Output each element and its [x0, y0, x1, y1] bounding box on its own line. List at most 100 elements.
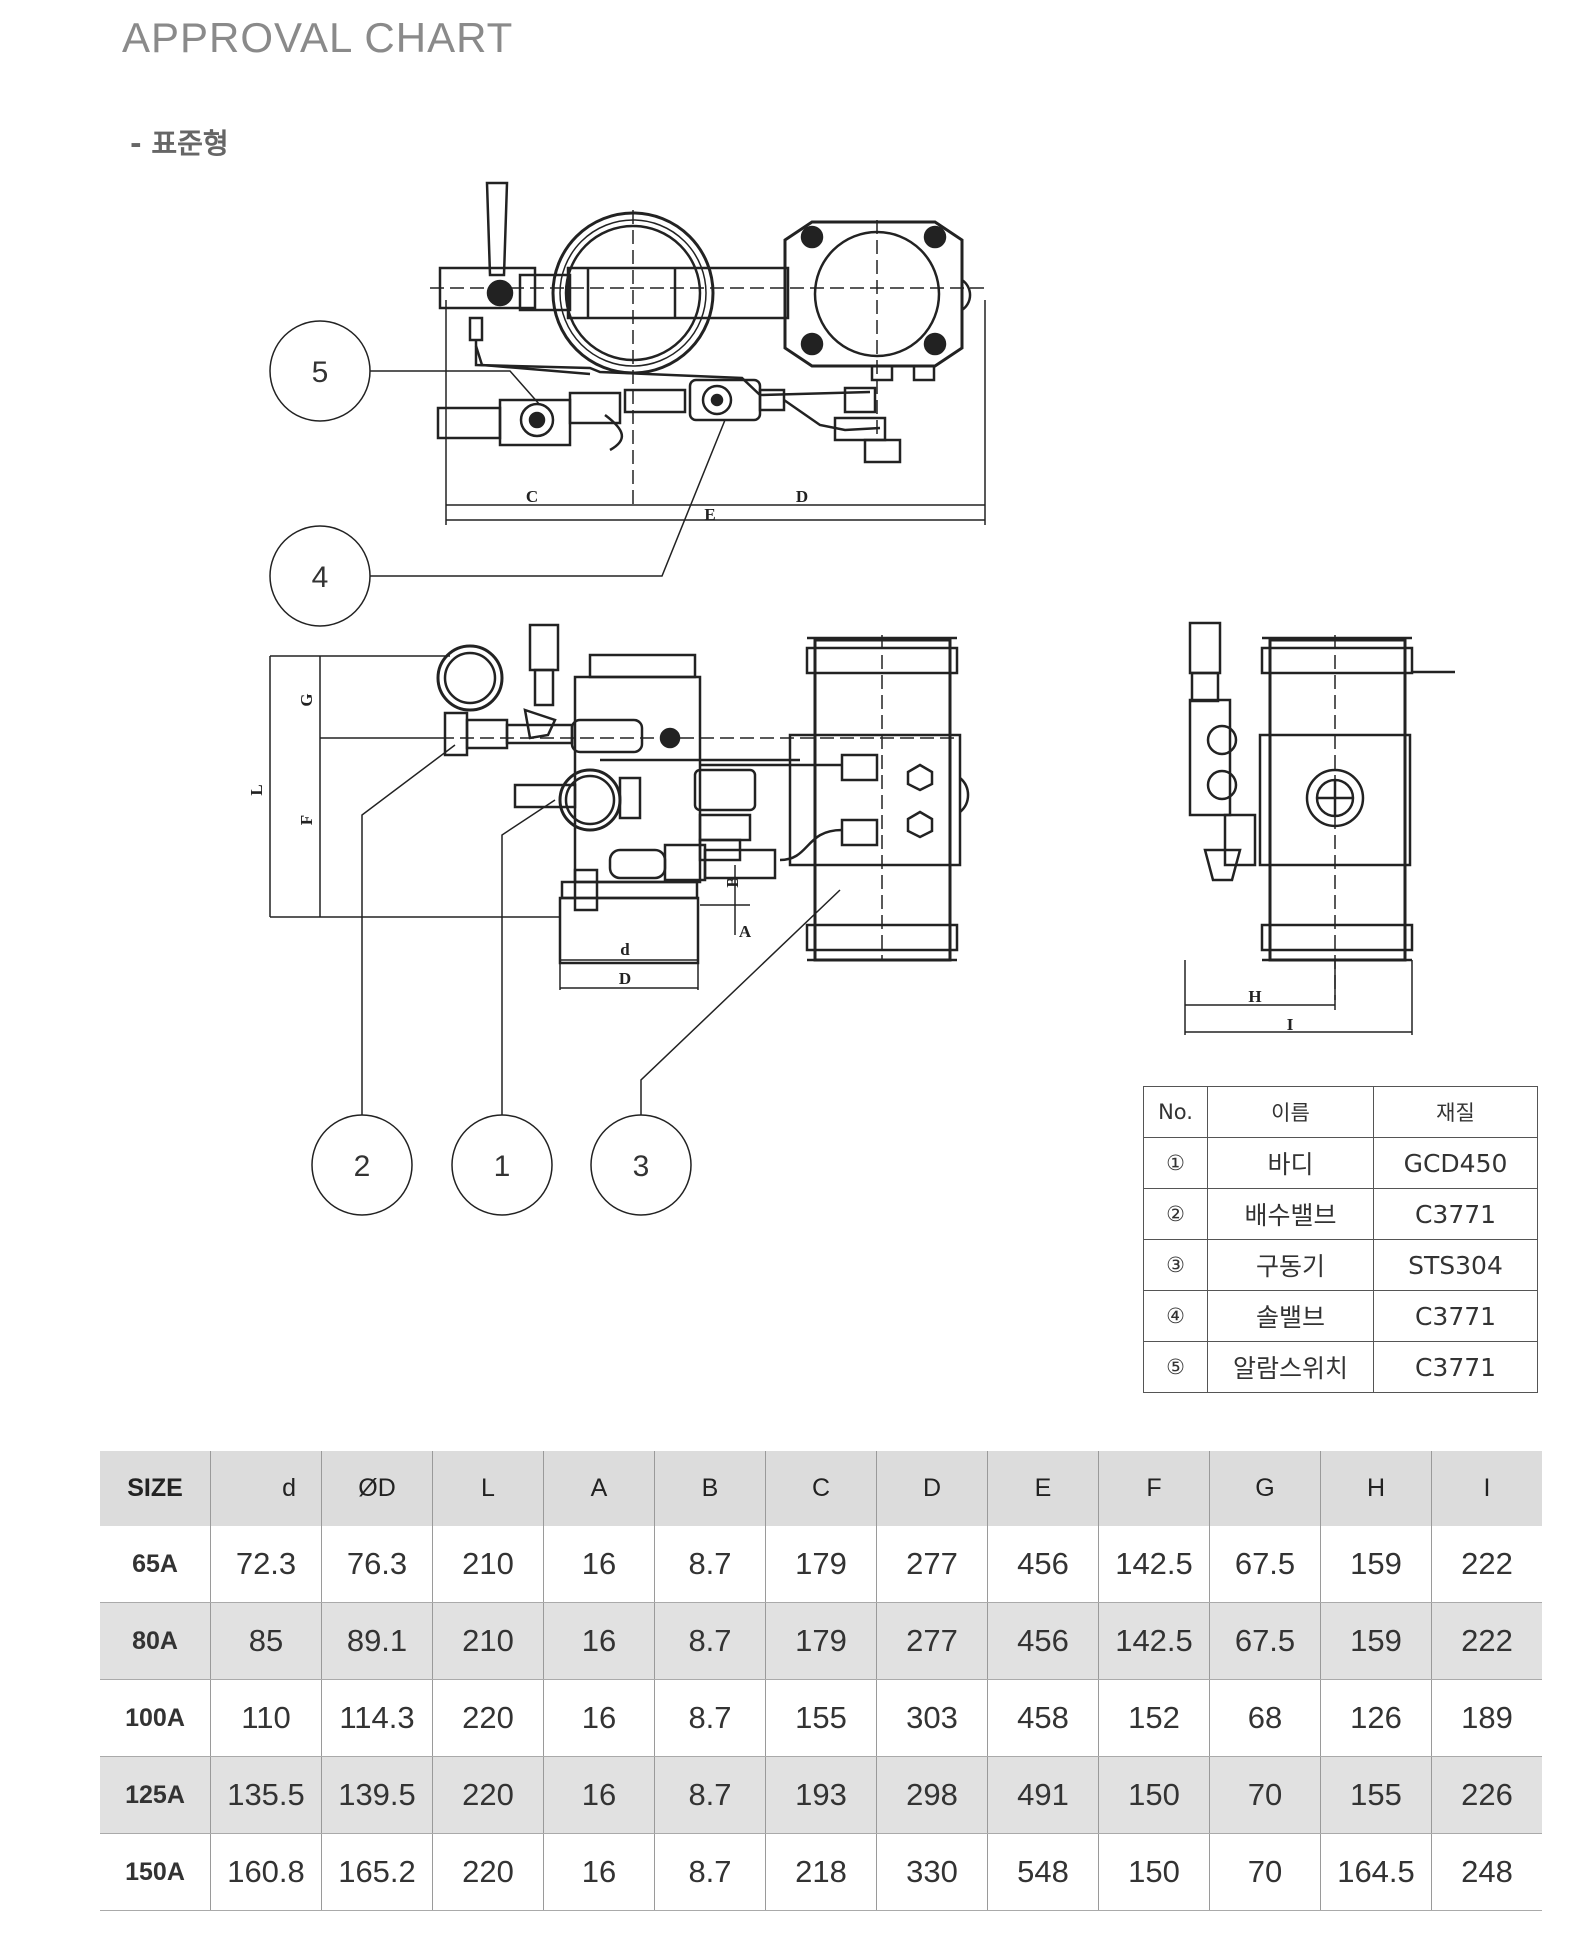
dim-header-g: G — [1209, 1451, 1321, 1526]
dimension-cell: 16 — [543, 1679, 655, 1757]
dim-label-l: L — [247, 784, 266, 795]
dimension-cell: 76.3 — [321, 1526, 433, 1603]
dimension-cell: 67.5 — [1209, 1602, 1321, 1680]
dimension-cell: 8.7 — [654, 1833, 766, 1911]
parts-header-material: 재질 — [1373, 1086, 1538, 1138]
dimension-cell: 164.5 — [1320, 1833, 1432, 1911]
dimension-cell: 89.1 — [321, 1602, 433, 1680]
parts-row: ① 바디 GCD450 — [1143, 1137, 1538, 1189]
dimension-cell: 210 — [432, 1526, 544, 1603]
dimension-cell: 179 — [765, 1602, 877, 1680]
dim-header-l: L — [432, 1451, 544, 1526]
dimension-cell: 70 — [1209, 1756, 1321, 1834]
dimension-cell: 16 — [543, 1602, 655, 1680]
part-material: C3771 — [1373, 1341, 1538, 1393]
dim-label-a: A — [739, 922, 752, 941]
parts-header-name: 이름 — [1207, 1086, 1374, 1138]
dim-header-h: H — [1320, 1451, 1432, 1526]
dimension-cell: 135.5 — [210, 1756, 322, 1834]
dim-header-a: A — [543, 1451, 655, 1526]
part-material: C3771 — [1373, 1188, 1538, 1240]
callout-1: 1 — [494, 1150, 511, 1183]
size-cell: 125A — [100, 1756, 211, 1834]
dim-label-e: E — [704, 505, 715, 524]
dimension-cell: 16 — [543, 1833, 655, 1911]
part-no: ③ — [1143, 1239, 1208, 1291]
dimension-cell: 159 — [1320, 1602, 1432, 1680]
dim-header-f: F — [1098, 1451, 1210, 1526]
callout-2: 2 — [354, 1150, 371, 1183]
dimension-cell: 67.5 — [1209, 1526, 1321, 1603]
dimension-cell: 155 — [1320, 1756, 1432, 1834]
dimension-cell: 456 — [987, 1602, 1099, 1680]
dim-label-h: H — [1248, 987, 1261, 1006]
dim-label-d-large: D — [619, 969, 631, 988]
callout-4: 4 — [312, 561, 329, 594]
dimension-cell: 491 — [987, 1756, 1099, 1834]
part-no: ④ — [1143, 1290, 1208, 1342]
dimension-cell: 72.3 — [210, 1526, 322, 1603]
callouts — [269, 320, 841, 1216]
dimension-cell: 220 — [432, 1833, 544, 1911]
dimension-cell: 139.5 — [321, 1756, 433, 1834]
part-no: ② — [1143, 1188, 1208, 1240]
dimension-cell: 70 — [1209, 1833, 1321, 1911]
dimension-cell: 548 — [987, 1833, 1099, 1911]
dim-header-e: E — [987, 1451, 1099, 1526]
dim-label-c: C — [526, 487, 538, 506]
parts-row: ④ 솔밸브 C3771 — [1143, 1290, 1538, 1342]
dimension-cell: 277 — [876, 1602, 988, 1680]
size-cell: 100A — [100, 1679, 211, 1757]
dimension-cell: 150 — [1098, 1756, 1210, 1834]
dimension-cell: 155 — [765, 1679, 877, 1757]
dim-header-c: C — [765, 1451, 877, 1526]
dim-header-size: SIZE — [100, 1451, 211, 1526]
part-no: ① — [1143, 1137, 1208, 1189]
size-cell: 80A — [100, 1602, 211, 1680]
dimension-cell: 142.5 — [1098, 1602, 1210, 1680]
page-title: APPROVAL CHART — [122, 14, 514, 61]
valve-technical-drawing: 5 4 2 1 3 C D E L G F B A d D H I — [247, 181, 1455, 1216]
dim-header-d2: D — [876, 1451, 988, 1526]
dimension-cell: 68 — [1209, 1679, 1321, 1757]
part-name: 배수밸브 — [1207, 1188, 1374, 1240]
dimension-cell: 179 — [765, 1526, 877, 1603]
part-name: 솔밸브 — [1207, 1290, 1374, 1342]
dimension-cell: 8.7 — [654, 1526, 766, 1603]
dim-header-i: I — [1431, 1451, 1542, 1526]
dimension-cell: 222 — [1431, 1602, 1542, 1680]
parts-row: ③ 구동기 STS304 — [1143, 1239, 1538, 1291]
dimension-header-row: SIZE d ØD L A B C D E F G H I — [100, 1451, 1542, 1526]
front-view — [269, 623, 970, 990]
dimension-cell: 160.8 — [210, 1833, 322, 1911]
dimension-cell: 16 — [543, 1526, 655, 1603]
dimension-cell: 165.2 — [321, 1833, 433, 1911]
dim-label-d-top: D — [796, 487, 808, 506]
dimension-cell: 220 — [432, 1756, 544, 1834]
top-view — [430, 181, 990, 525]
dim-header-od: ØD — [321, 1451, 433, 1526]
part-material: STS304 — [1373, 1239, 1538, 1291]
dimension-cell: 8.7 — [654, 1602, 766, 1680]
part-no: ⑤ — [1143, 1341, 1208, 1393]
dimension-cell: 298 — [876, 1756, 988, 1834]
part-name: 알람스위치 — [1207, 1341, 1374, 1393]
dimension-cell: 456 — [987, 1526, 1099, 1603]
size-cell: 65A — [100, 1526, 211, 1603]
dimension-cell: 210 — [432, 1602, 544, 1680]
dim-label-g: G — [297, 693, 316, 706]
dimension-cell: 150 — [1098, 1833, 1210, 1911]
dimension-cell: 114.3 — [321, 1679, 433, 1757]
parts-row: ② 배수밸브 C3771 — [1143, 1188, 1538, 1240]
parts-table: No. 이름 재질 ① 바디 GCD450 ② 배수밸브 C3771 ③ 구동기… — [1143, 1086, 1538, 1393]
dimension-cell: 330 — [876, 1833, 988, 1911]
dimension-cell: 110 — [210, 1679, 322, 1757]
dimension-cell: 193 — [765, 1756, 877, 1834]
dimension-cell: 152 — [1098, 1679, 1210, 1757]
dim-label-d-small: d — [620, 940, 630, 959]
